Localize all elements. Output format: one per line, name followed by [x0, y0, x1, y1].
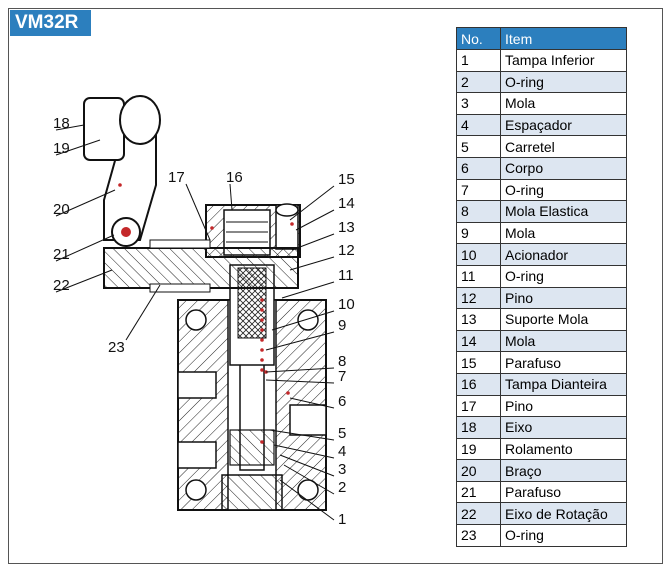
callout-9: 9	[338, 317, 346, 334]
callout-16: 16	[226, 169, 243, 186]
callout-22: 22	[53, 277, 70, 294]
port-right	[289, 404, 327, 436]
parts-table-header: No. Item	[456, 27, 627, 50]
callout-19: 19	[53, 140, 70, 157]
callout-10: 10	[338, 296, 355, 313]
callout-21: 21	[53, 246, 70, 263]
callout-18: 18	[53, 115, 70, 132]
header-item: Item	[500, 27, 627, 50]
figure-frame	[8, 8, 663, 564]
callout-8: 8	[338, 353, 346, 370]
bottom-cap	[221, 474, 283, 511]
callout-23: 23	[108, 339, 125, 356]
roller	[83, 97, 125, 161]
callout-1: 1	[338, 511, 346, 528]
header-no: No.	[456, 27, 501, 50]
callout-15: 15	[338, 171, 355, 188]
mount-hole-tl	[185, 309, 207, 331]
callout-4: 4	[338, 443, 346, 460]
callout-3: 3	[338, 461, 346, 478]
spring-coil	[260, 298, 264, 372]
callout-7: 7	[338, 368, 346, 385]
model-title: VM32R	[10, 10, 91, 36]
callout-11: 11	[338, 267, 354, 284]
callout-20: 20	[53, 201, 70, 218]
port-left-upper	[177, 371, 217, 399]
mount-hole-br	[297, 479, 319, 501]
callout-13: 13	[338, 219, 355, 236]
mount-hole-bl	[185, 479, 207, 501]
pivot-shaft	[103, 247, 299, 289]
callout-12: 12	[338, 242, 355, 259]
port-left-lower	[177, 441, 217, 469]
callout-2: 2	[338, 479, 346, 496]
callout-14: 14	[338, 195, 355, 212]
callout-5: 5	[338, 425, 346, 442]
callout-17: 17	[168, 169, 185, 186]
callout-6: 6	[338, 393, 346, 410]
mount-hole-tr	[297, 309, 319, 331]
